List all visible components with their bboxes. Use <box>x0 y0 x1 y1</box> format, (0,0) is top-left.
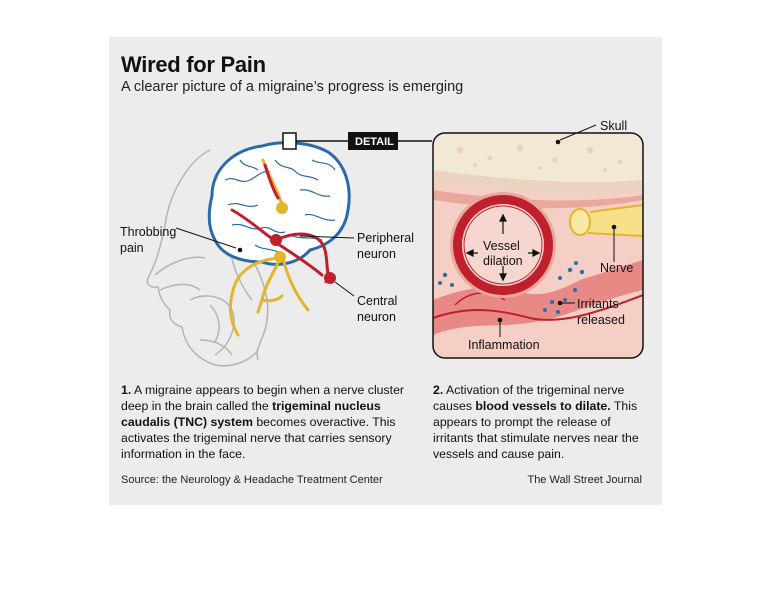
nerve-leader-dot <box>611 224 617 230</box>
throbbing-leader-dot <box>237 247 243 253</box>
inflammation-leader-dot <box>497 317 503 323</box>
publisher-credit: The Wall Street Journal <box>527 474 642 486</box>
step-2-number: 2. <box>433 383 444 397</box>
nucleus-yellow-dot <box>276 202 288 214</box>
graphic-subtitle: A clearer picture of a migraine’s progre… <box>121 79 464 95</box>
dilation-arrows <box>465 213 541 282</box>
throbbing-pain-label-2: pain <box>120 241 144 255</box>
irritants-label: Irritants <box>577 297 619 311</box>
detail-tag <box>348 132 398 150</box>
detail-tag-label: DETAIL <box>355 136 394 148</box>
inflammation-label: Inflammation <box>468 338 540 352</box>
skull-label: Skull <box>600 119 627 133</box>
peripheral-neuron-dot <box>270 234 282 246</box>
step-1-number: 1. <box>121 383 132 397</box>
step-2-caption: 2. Activation of the trigeminal nerve ca… <box>433 382 643 462</box>
step-1-caption: 1. A migraine appears to begin when a ne… <box>121 382 406 462</box>
pain-pathway-red <box>230 163 332 282</box>
step-1-text-b: becomes overactive. This activates the t… <box>121 415 396 461</box>
skull-leader-dot <box>555 139 561 145</box>
central-neuron-dot <box>324 272 336 284</box>
central-leader <box>334 281 355 297</box>
step-2-bold: blood vessels to dilate. <box>475 399 611 413</box>
step-1-text-a: A migraine appears to begin when a nerve… <box>121 383 405 413</box>
detail-marker-box <box>282 132 297 150</box>
detail-panel <box>433 133 643 358</box>
peripheral-neuron-label: Peripheral <box>357 231 414 245</box>
step-1-bold: trigeminal nucleus caudalis (TNC) system <box>121 399 381 429</box>
skull-leader <box>559 124 597 141</box>
nerve-label: Nerve <box>600 261 633 275</box>
vessel-dilation-label-2: dilation <box>483 254 523 268</box>
throbbing-pain-label: Throbbing <box>120 225 176 239</box>
central-neuron-label: Central <box>357 294 397 308</box>
vessel-dilation-label: Vessel <box>483 239 520 253</box>
peripheral-yellow-dot <box>274 251 286 263</box>
step-2-text-a: Activation of the trigeminal nerve cause… <box>433 383 625 413</box>
peripheral-neuron-label-2: neuron <box>357 247 396 261</box>
peripheral-leader <box>299 235 355 239</box>
irritants-label-2: released <box>577 313 625 327</box>
detail-panel-frame <box>432 132 644 359</box>
source-credit: Source: the Neurology & Headache Treatme… <box>121 474 383 486</box>
graphic-title: Wired for Pain <box>121 52 266 77</box>
step-2-text-b: This appears to prompt the release of ir… <box>433 399 639 461</box>
throbbing-leader <box>175 227 237 249</box>
irritants-leader-dot <box>557 300 563 306</box>
central-neuron-label-2: neuron <box>357 310 396 324</box>
